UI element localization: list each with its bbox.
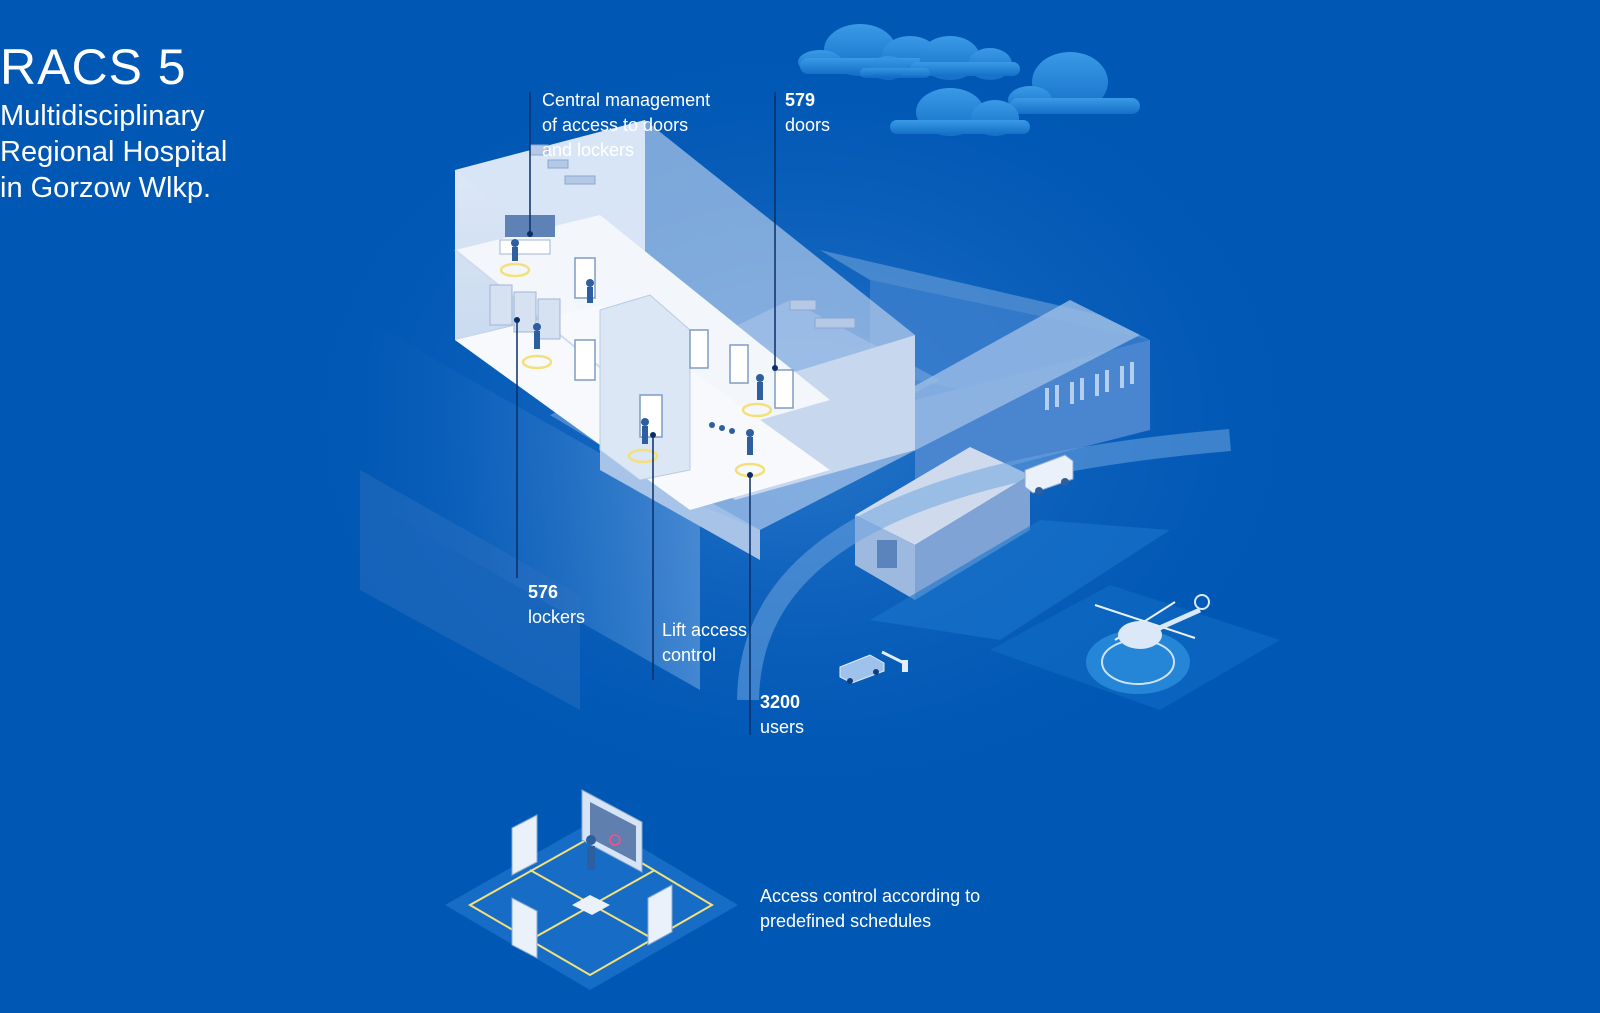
callout-central-line-1: Central management [542, 90, 711, 110]
lockers-label: lockers [528, 607, 586, 627]
schedules-line-2: predefined schedules [760, 911, 932, 931]
callout-lift-access: Lift access control [662, 618, 747, 668]
barrier-icon [881, 650, 908, 672]
door-icon [511, 814, 673, 959]
helicopter-icon [1094, 594, 1210, 649]
schedule-diorama [445, 789, 738, 990]
brand-logo-text: RACS 5 [0, 39, 187, 95]
users-count: 3200 [760, 692, 801, 712]
callout-doors: 579 doors [785, 88, 830, 138]
callout-central-management: Central management of access to doors an… [542, 88, 710, 163]
hospital-main-building [454, 120, 915, 510]
operator-figure [586, 835, 596, 870]
subtitle-line-1: Multidisciplinary [0, 100, 205, 132]
doors-count: 579 [785, 90, 816, 110]
users-label: users [760, 717, 805, 737]
callout-leader-lines [516, 92, 776, 735]
cloud-icon [798, 24, 1140, 136]
parking-area [870, 520, 1170, 640]
callout-schedules: Access control according to predefined s… [760, 884, 980, 934]
callout-central-line-3: and lockers [542, 140, 635, 160]
access-road [737, 429, 1231, 701]
schedules-line-1: Access control according to [760, 886, 981, 906]
lift-line-1: Lift access [662, 620, 748, 640]
doors-label: doors [785, 115, 831, 135]
hospital-left-wing [330, 300, 700, 710]
callout-lockers: 576 lockers [528, 580, 585, 630]
callout-users: 3200 users [760, 690, 804, 740]
lift-line-2: control [662, 645, 717, 665]
callout-points [514, 231, 778, 478]
subtitle-line-3: in Gorzow Wlkp. [0, 172, 212, 204]
schedule-screen-icon [581, 789, 643, 873]
ambulance-icon [1024, 454, 1074, 495]
callout-central-line-2: of access to doors [542, 115, 689, 135]
subtitle-line-2: Regional Hospital [0, 136, 228, 168]
title-block: RACS 5 Multidisciplinary Regional Hospit… [0, 42, 227, 206]
car-icon [839, 654, 885, 684]
lockers-count: 576 [528, 582, 559, 602]
